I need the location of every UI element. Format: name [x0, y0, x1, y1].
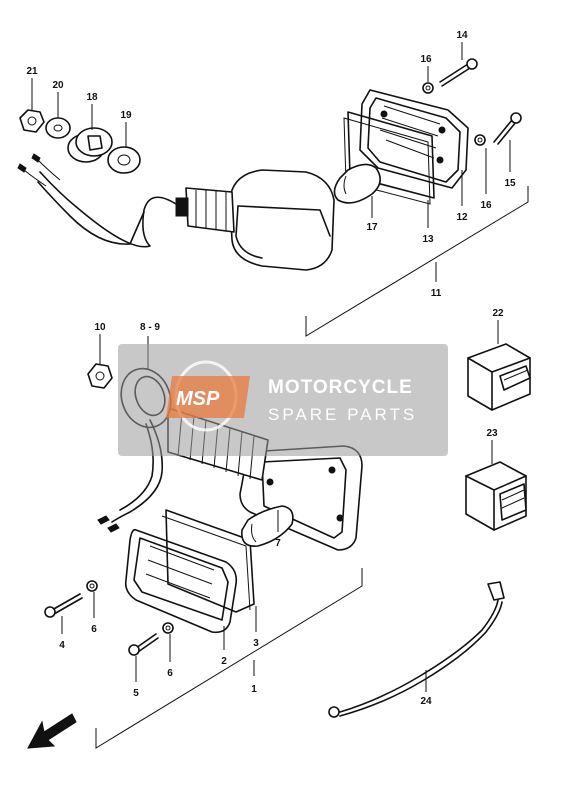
label-21: 21	[26, 66, 38, 77]
label-16a: 16	[420, 54, 432, 65]
bushing-18	[67, 127, 113, 163]
watermark-line2: SPARE PARTS	[268, 405, 417, 424]
label-18: 18	[86, 92, 98, 103]
front-signal-housing	[239, 445, 363, 551]
relay-22	[467, 343, 531, 411]
label-14: 14	[456, 30, 468, 41]
label-6b: 6	[167, 668, 173, 679]
rear-turn-signal-assembly	[17, 58, 522, 271]
washer-20	[45, 117, 71, 139]
label-2: 2	[221, 656, 227, 667]
washer-6a	[86, 580, 98, 592]
label-13: 13	[422, 234, 434, 245]
label-10: 10	[94, 322, 106, 333]
screw-5	[128, 633, 159, 656]
label-6a: 6	[91, 624, 97, 635]
label-17: 17	[366, 222, 378, 233]
watermark: MSP MOTORCYCLE SPARE PARTS	[118, 344, 448, 456]
rear-signal-wire	[39, 171, 177, 248]
part-labels: 21 20 18 19 16 14 15 16 12 13 17 11 10 8…	[26, 30, 516, 707]
watermark-logo-text: MSP	[176, 388, 220, 410]
watermark-banner	[118, 344, 448, 456]
direction-arrow-icon	[27, 713, 77, 749]
washer-6b	[162, 622, 174, 634]
label-8-9: 8 - 9	[140, 322, 160, 333]
screw-15	[493, 112, 522, 145]
washer-19	[107, 146, 141, 174]
rear-signal-body	[229, 169, 335, 271]
label-16b: 16	[480, 200, 492, 211]
mount-hardware	[19, 109, 141, 174]
gasket-13	[347, 111, 435, 199]
assembly-11-bracket	[305, 186, 529, 337]
label-1: 1	[251, 684, 257, 695]
label-7: 7	[275, 538, 281, 549]
nut-10	[87, 363, 113, 389]
lens-2	[124, 528, 238, 634]
label-4: 4	[59, 640, 65, 651]
label-24: 24	[420, 696, 432, 707]
label-22: 22	[492, 308, 504, 319]
screw-14	[439, 58, 478, 87]
screw-4	[44, 593, 83, 618]
label-15: 15	[504, 178, 516, 189]
assembly-1-bracket	[95, 568, 363, 749]
label-19: 19	[120, 110, 132, 121]
label-3: 3	[253, 638, 259, 649]
nut-21	[19, 109, 45, 133]
ground-wire-24	[328, 581, 505, 718]
watermark-line1: MOTORCYCLE	[268, 377, 413, 398]
label-20: 20	[52, 80, 64, 91]
label-5: 5	[133, 688, 139, 699]
leader-lines	[31, 42, 511, 692]
washer-16a	[422, 82, 434, 94]
watermark-logo: MSP	[166, 360, 250, 432]
signal-stem	[175, 187, 235, 233]
label-11: 11	[431, 288, 442, 299]
label-12: 12	[456, 212, 468, 223]
relay-23	[465, 461, 527, 531]
gasket-3	[165, 509, 255, 613]
lens-housing-12	[359, 89, 469, 189]
bulb-17	[333, 163, 381, 204]
washer-16b	[474, 134, 486, 146]
label-23: 23	[486, 428, 498, 439]
bulb-7	[241, 505, 294, 547]
